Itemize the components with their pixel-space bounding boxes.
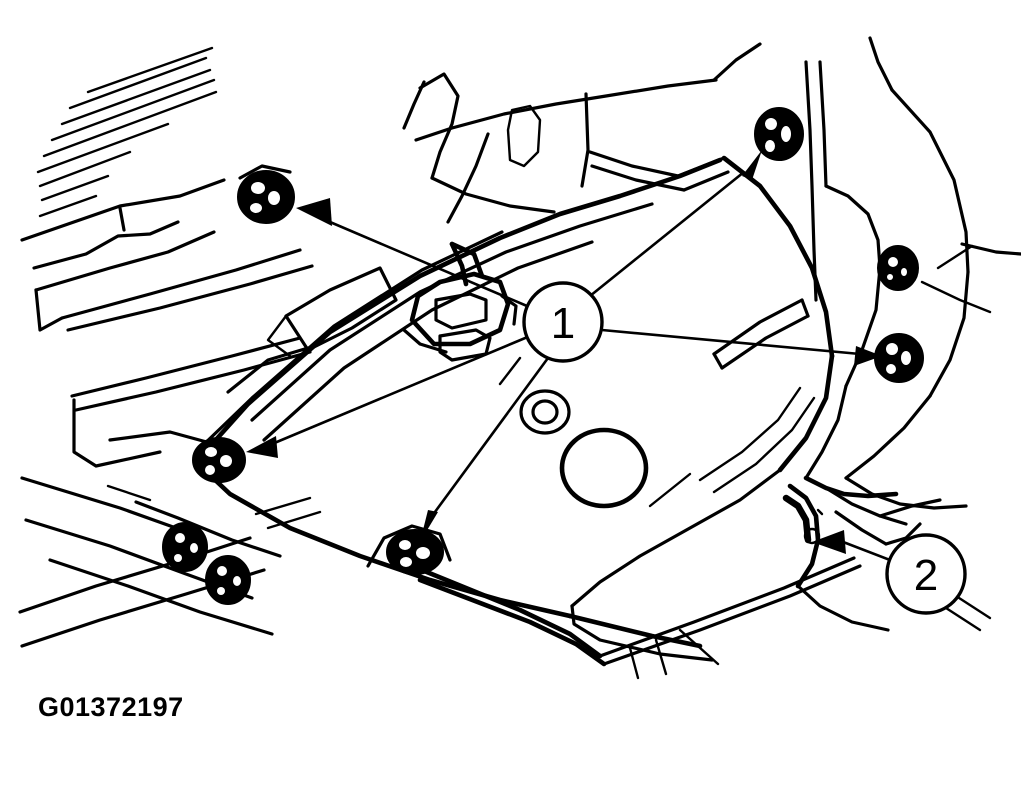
right-frame-structure [712,36,1021,480]
bolt-upper-left [237,164,295,224]
leader-to-clip-retainer [837,538,891,562]
bolt-lower-center [366,524,452,575]
leader-to-bolt-lower-left [271,334,531,446]
callout-1[interactable]: 1 [522,281,604,363]
bolt-lower-left [192,437,246,483]
arrowhead-upper-right [742,150,762,180]
figure-caption: G01372197 [38,692,184,722]
upper-center-structure [402,72,730,224]
bottom-panel-edge [409,556,862,680]
leader-to-bolt-right [601,328,861,356]
callout-1-circle [522,281,604,363]
engine-under-cover-panel [193,155,835,662]
small-round-grommet [519,389,571,435]
bolt-right [874,333,924,383]
callout-2-label: 2 [914,551,938,600]
frame-bolt-right [877,245,919,291]
leader-to-bolt-upper-left [329,220,528,308]
frame-bolt-lower-left-a [162,522,208,572]
callout-2-circle [885,533,967,615]
arrowhead-right [854,346,882,366]
callout-2-leaders [812,530,891,562]
large-oval-opening [559,427,649,509]
arrowhead-clip-retainer [812,530,846,554]
arrowhead-lower-left [246,436,278,458]
leader-to-bolt-lower-center [430,357,550,517]
frame-bolt-lower-left-b [205,555,251,605]
callout-2[interactable]: 2 [885,533,967,615]
shield-rib-lines [498,298,810,508]
center-embossed-detail [226,241,518,394]
callout-1-label: 1 [551,299,575,348]
left-body-structure [20,178,314,468]
radiator-core-hatching [36,46,218,218]
arrowhead-upper-left [296,198,332,226]
right-lower-bracket [782,475,992,632]
bolt-upper-right [754,107,804,161]
leader-to-bolt-upper-right [589,170,745,298]
